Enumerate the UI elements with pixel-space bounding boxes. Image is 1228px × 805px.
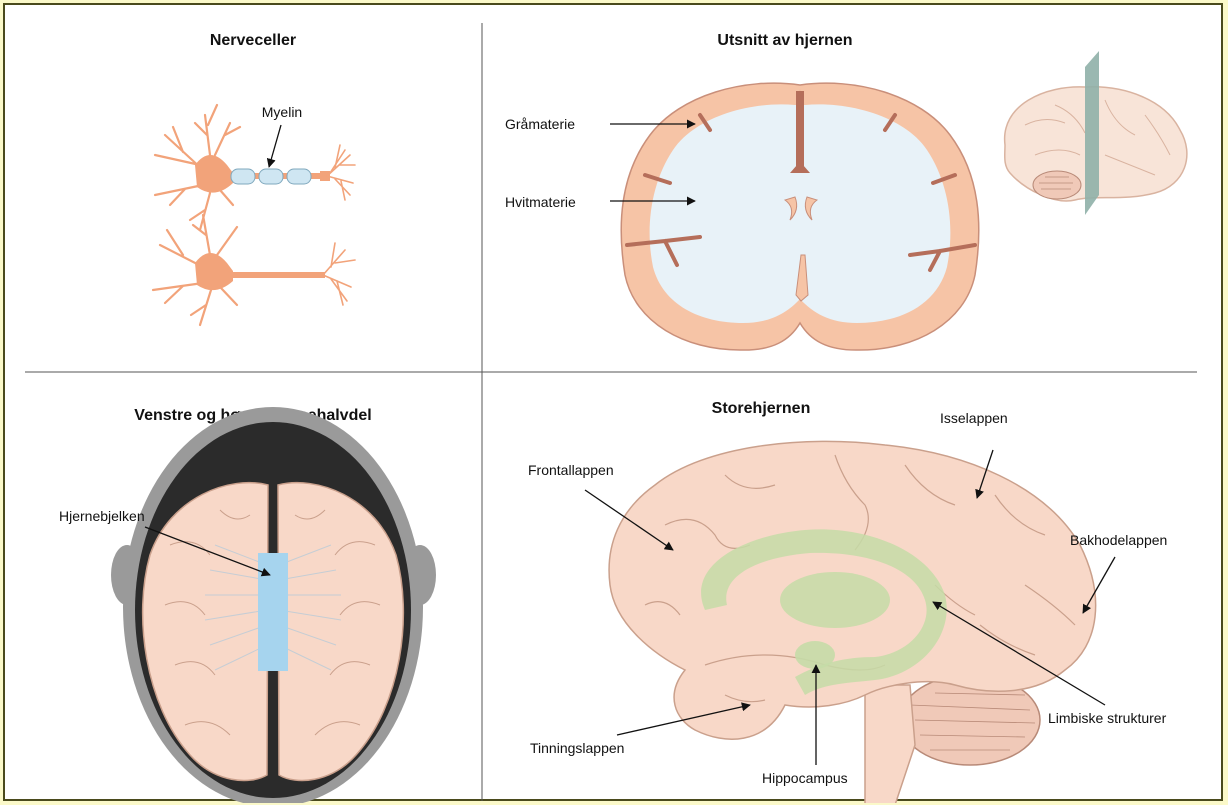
grey-matter-label: Gråmaterie (505, 116, 575, 132)
brain-section-plane-illustration (1005, 51, 1187, 215)
nerve-cells-title: Nerveceller (210, 32, 296, 49)
brain-stem (865, 685, 915, 803)
brain-section-title: Utsnitt av hjernen (717, 32, 852, 49)
corpus-callosum-label: Hjernebjelken (59, 508, 145, 524)
white-matter-label: Hvitmaterie (505, 194, 576, 210)
panel-hemispheres: Venstre og høyre hjernehalvdel (59, 407, 436, 803)
section-plane (1085, 51, 1099, 215)
myelin-arrow (269, 125, 281, 167)
panel-nerve-cells: Nerveceller (153, 32, 355, 325)
hippocampus-shape (795, 641, 835, 669)
myelin-label: Myelin (262, 104, 302, 120)
cerebrum-title: Storehjernen (712, 400, 811, 417)
unmyelinated-neuron (153, 215, 355, 325)
limbic-structures-label: Limbiske strukturer (1048, 710, 1167, 726)
thalamus-shape (780, 572, 890, 628)
brain-figure: Nerveceller (5, 5, 1225, 803)
myelinated-neuron (155, 105, 355, 230)
parietal-lobe-label: Isselappen (940, 410, 1008, 426)
myelin-sheath-segment (231, 169, 255, 184)
hippocampus-label: Hippocampus (762, 770, 848, 786)
occipital-lobe-label: Bakhodelappen (1070, 532, 1167, 548)
figure-frame: Nerveceller (3, 3, 1223, 801)
top-view-head (111, 407, 436, 803)
corpus-callosum (258, 553, 288, 671)
myelin-sheath-segment (287, 169, 311, 184)
temporal-lobe-label: Tinningslappen (530, 740, 624, 756)
coronal-section (621, 83, 979, 350)
panel-cerebrum: Storehjernen (528, 400, 1167, 803)
myelin-sheath-segment (259, 169, 283, 184)
frontal-lobe-label: Frontallappen (528, 462, 614, 478)
sagittal-brain (609, 441, 1096, 803)
panel-brain-section: Utsnitt av hjernen Gråmaterie (505, 32, 1187, 350)
